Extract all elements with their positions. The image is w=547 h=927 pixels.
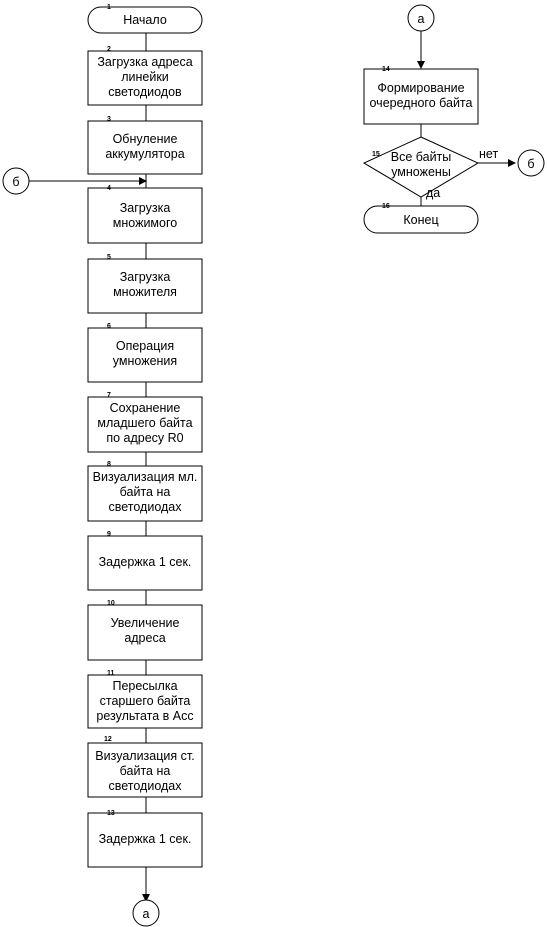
save-low-byte-block: 7 Сохранение младшего байта по адресу R0 bbox=[87, 392, 203, 453]
block-label-line: Обнуление bbox=[113, 132, 178, 146]
start-label: Начало bbox=[123, 13, 167, 27]
block-label-line: Загрузка bbox=[120, 270, 171, 284]
load-led-address-block: 2 Загрузка адреса линейки светодиодов bbox=[87, 46, 203, 106]
block-label-line: линейки bbox=[121, 70, 169, 84]
end-terminator: 16 Конец bbox=[363, 203, 479, 234]
block-label-line: байта на bbox=[120, 485, 171, 499]
block-label-line: байта на bbox=[120, 764, 171, 778]
step-number: 15 bbox=[372, 151, 380, 158]
step-number: 7 bbox=[107, 392, 111, 399]
all-bytes-multiplied-decision: 15 Все байты умножены bbox=[362, 136, 480, 198]
connector-label: а bbox=[143, 907, 150, 921]
block-label-line: очередного байта bbox=[370, 96, 473, 110]
step-number: 1 bbox=[107, 4, 111, 11]
flow-lines-right bbox=[417, 30, 516, 206]
block-label-line: множителя bbox=[113, 285, 177, 299]
step-number: 4 bbox=[107, 185, 111, 192]
connector-b-right: б bbox=[517, 149, 545, 177]
block-label-line: светодиодах bbox=[109, 500, 183, 514]
block-label-line: Загрузка bbox=[120, 201, 171, 215]
visualize-high-byte-block: 12 Визуализация ст. байта на светодиодах bbox=[87, 736, 203, 798]
block-label-line: Сохранение bbox=[110, 401, 181, 415]
step-number: 6 bbox=[107, 323, 111, 330]
block-label-line: Задержка 1 сек. bbox=[99, 832, 192, 846]
connector-label: б bbox=[12, 175, 19, 189]
step-number: 2 bbox=[107, 46, 111, 53]
step-number: 16 bbox=[382, 203, 390, 210]
block-label-line: аккумулятора bbox=[105, 147, 184, 161]
block-label-line: Задержка 1 сек. bbox=[99, 555, 192, 569]
step-number: 5 bbox=[107, 254, 111, 261]
visualize-low-byte-block: 8 Визуализация мл. байта на светодиодах bbox=[87, 461, 203, 522]
block-label-line: Визуализация мл. bbox=[93, 470, 198, 484]
block-label-line: Формирование bbox=[377, 81, 464, 95]
load-multiplier-block: 5 Загрузка множителя bbox=[87, 254, 203, 314]
branch-yes-label: да bbox=[426, 186, 440, 200]
connector-b-left: б bbox=[2, 167, 30, 195]
block-label-line: Загрузка адреса bbox=[97, 55, 192, 69]
branch-no-label: нет bbox=[479, 147, 498, 161]
block-label-line: Пересылка bbox=[112, 679, 177, 693]
block-label-line: Операция bbox=[116, 339, 174, 353]
block-label-line: множимого bbox=[113, 216, 177, 230]
block-label-line: старшего байта bbox=[100, 694, 191, 708]
block-label-line: по адресу R0 bbox=[106, 431, 183, 445]
flow-lines bbox=[29, 33, 150, 902]
increment-address-block: 10 Увеличение адреса bbox=[87, 600, 203, 661]
block-label-line: Визуализация ст. bbox=[95, 749, 194, 763]
clear-accumulator-block: 3 Обнуление аккумулятора bbox=[87, 116, 203, 175]
block-label-line: младшего байта bbox=[97, 416, 192, 430]
block-label-line: адреса bbox=[124, 631, 165, 645]
connector-a-bottom: а bbox=[132, 899, 160, 927]
connector-label: а bbox=[418, 12, 425, 26]
move-high-byte-block: 11 Пересылка старшего байта результата в… bbox=[87, 670, 203, 729]
step-number: 10 bbox=[107, 600, 115, 607]
block-label-line: результата в Acc bbox=[96, 709, 193, 723]
block-label-line: умножения bbox=[113, 354, 177, 368]
connector-a-top: а bbox=[407, 4, 435, 32]
delay-1s-block-2: 13 Задержка 1 сек. bbox=[87, 810, 203, 868]
end-label: Конец bbox=[403, 213, 438, 227]
step-number: 8 bbox=[107, 461, 111, 468]
multiply-operation-block: 6 Операция умножения bbox=[87, 323, 203, 383]
step-number: 9 bbox=[107, 531, 111, 538]
step-number: 13 bbox=[107, 810, 115, 817]
decision-label-line: Все байты bbox=[391, 150, 452, 164]
block-label-line: светодиодов bbox=[108, 85, 182, 99]
start-terminator: 1 Начало bbox=[87, 4, 203, 34]
block-label-line: Увеличение bbox=[111, 616, 180, 630]
step-number: 12 bbox=[104, 736, 112, 743]
block-label-line: светодиодах bbox=[109, 779, 183, 793]
step-number: 11 bbox=[107, 670, 115, 677]
step-number: 3 bbox=[107, 116, 111, 123]
form-next-byte-block: 14 Формирование очередного байта bbox=[363, 66, 479, 125]
step-number: 14 bbox=[382, 66, 390, 73]
connector-label: б bbox=[527, 157, 534, 171]
decision-label-line: умножены bbox=[391, 165, 451, 179]
delay-1s-block: 9 Задержка 1 сек. bbox=[87, 531, 203, 591]
load-multiplicand-block: 4 Загрузка множимого bbox=[87, 185, 203, 244]
